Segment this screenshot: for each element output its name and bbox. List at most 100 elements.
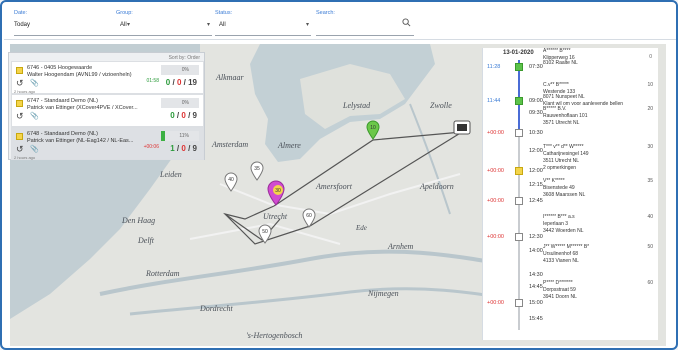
stop-status-box[interactable] xyxy=(515,167,523,175)
route-item[interactable]: 6747 - Standaard Demo (NL) Patrick van E… xyxy=(11,94,204,127)
stop-address: C.v** B*****Westende 133 xyxy=(543,82,576,95)
place-label: Nijmegen xyxy=(368,289,399,298)
route-item-selected[interactable]: 6748 - Standaard Demo (NL) Patrick van E… xyxy=(11,127,204,160)
undo-icon[interactable]: ↺ xyxy=(16,144,24,154)
route-driver: Patrick van Ettinger (NL-Eag142 / NL-Eas… xyxy=(27,138,134,144)
search-label: Search: xyxy=(316,10,335,16)
stop-planned-time: 12:15 xyxy=(529,182,543,188)
place-label: Alkmaar xyxy=(216,73,244,82)
stop-marker[interactable]: 40 xyxy=(224,172,238,192)
stop-planned-time: 12:30 xyxy=(529,234,543,240)
marker-label: 35 xyxy=(254,166,260,172)
stop-actual-time: 11:28 xyxy=(487,64,501,70)
stop-actual-time: +00:00 xyxy=(487,234,504,240)
status-filter-label: Status: xyxy=(215,10,233,16)
place-label: Almere xyxy=(278,141,301,150)
stop-planned-time: 15:00 xyxy=(529,300,543,306)
route-driver: Patrick van Ettinger (XCover4PVE / XCove… xyxy=(27,105,138,111)
route-title: 6748 - Standaard Demo (NL) xyxy=(27,131,98,137)
stop-marker-selected[interactable]: 30 xyxy=(266,180,286,206)
stop-counts: 1 / 0 / 9 xyxy=(170,144,197,153)
place-label: 's-Hertogenbosch xyxy=(246,331,303,340)
place-label: Lelystad xyxy=(343,101,371,110)
stop-planned-time: 15:45 xyxy=(529,316,543,322)
route-item[interactable]: 6746 - 0405 Hoogewaarde Walter Hoogendam… xyxy=(11,61,204,94)
stop-planned-time: 14:00 xyxy=(529,248,543,254)
place-label: Arnhem xyxy=(388,242,414,251)
stop-address: A****** B****Klipperweg 16 xyxy=(543,48,575,61)
timeline-track xyxy=(518,60,520,330)
stop-planned-time: 09:00 xyxy=(529,98,543,104)
progress-label: 11% xyxy=(179,133,189,139)
undo-icon[interactable]: ↺ xyxy=(16,111,24,121)
route-checkbox[interactable] xyxy=(16,133,23,140)
progress-bar: 11% xyxy=(161,131,199,141)
stop-status-box[interactable] xyxy=(515,299,523,307)
stop-marker[interactable]: 10 xyxy=(366,120,380,140)
place-label: Utrecht xyxy=(263,212,288,221)
stop-status-box[interactable] xyxy=(515,63,523,71)
stop-planned-time: 14:30 xyxy=(529,272,543,278)
stop-address: 8102 Raalte NL xyxy=(543,60,578,66)
paperclip-icon: 📎 xyxy=(30,113,39,120)
stop-planned-time: 10:30 xyxy=(529,130,543,136)
chevron-down-icon: ▾ xyxy=(305,22,309,28)
route-updated: 2 hours ago xyxy=(14,155,36,160)
paperclip-icon: 📎 xyxy=(30,80,39,87)
stop-planned-time: 07:30 xyxy=(529,64,543,70)
stop-sequence-number: 20 xyxy=(647,106,653,112)
route-delay: 01:58 xyxy=(146,78,159,84)
stop-planned-time: 09:30 xyxy=(529,110,543,116)
progress-label: 0% xyxy=(181,67,189,73)
route-updated: 2 hours ago xyxy=(14,89,36,94)
marker-label: 50 xyxy=(262,229,268,235)
route-delay: +00:06 xyxy=(143,144,159,150)
undo-icon[interactable]: ↺ xyxy=(16,78,24,88)
stop-actual-time: +00:00 xyxy=(487,130,504,136)
route-list: Sort by: Order 6746 - 0405 Hoogewaarde W… xyxy=(8,52,205,160)
chevron-down-icon: ▾ xyxy=(206,22,210,28)
stop-sequence-number: 30 xyxy=(647,144,653,150)
stop-actual-time: 11:44 xyxy=(487,98,501,104)
marker-label: 30 xyxy=(275,188,281,194)
marker-label: 60 xyxy=(306,213,312,219)
status-filter[interactable]: Status: All ▾ xyxy=(215,10,311,36)
search-input[interactable]: Search: xyxy=(316,10,414,36)
date-filter[interactable]: Date: Today ▾ xyxy=(14,10,132,36)
chevron-down-icon: ▾ xyxy=(126,22,130,28)
stop-status-box[interactable] xyxy=(515,97,523,105)
stop-planned-time: 12:00 xyxy=(529,148,543,154)
route-title: 6746 - 0405 Hoogewaarde xyxy=(27,65,93,71)
stop-status-box[interactable] xyxy=(515,197,523,205)
progress-bar: 0% xyxy=(161,65,199,75)
stop-marker[interactable]: 50 xyxy=(258,224,272,244)
timeline-zero-label: 0 xyxy=(649,54,652,60)
date-filter-label: Date: xyxy=(14,10,28,16)
stop-status-box[interactable] xyxy=(515,233,523,241)
depot-icon[interactable] xyxy=(453,120,471,136)
place-label: Leiden xyxy=(160,170,182,179)
stop-marker[interactable]: 35 xyxy=(250,161,264,181)
sort-by-dropdown[interactable]: Sort by: Order xyxy=(168,55,200,61)
stop-planned-time: 12:45 xyxy=(529,198,543,204)
group-filter[interactable]: Group: All ▾ xyxy=(116,10,212,36)
stop-sequence-number: 40 xyxy=(647,214,653,220)
place-label: Amsterdam xyxy=(212,140,249,149)
stop-marker[interactable]: 60 xyxy=(302,208,316,228)
search-icon[interactable] xyxy=(402,18,411,27)
marker-label: 10 xyxy=(370,125,376,131)
group-filter-value: All xyxy=(120,22,127,28)
stop-status-box[interactable] xyxy=(515,129,523,137)
route-checkbox[interactable] xyxy=(16,67,23,74)
route-checkbox[interactable] xyxy=(16,100,23,107)
paperclip-icon: 📎 xyxy=(30,146,39,153)
stop-planned-time: 14:45 xyxy=(529,284,543,290)
progress-bar: 0% xyxy=(161,98,199,108)
